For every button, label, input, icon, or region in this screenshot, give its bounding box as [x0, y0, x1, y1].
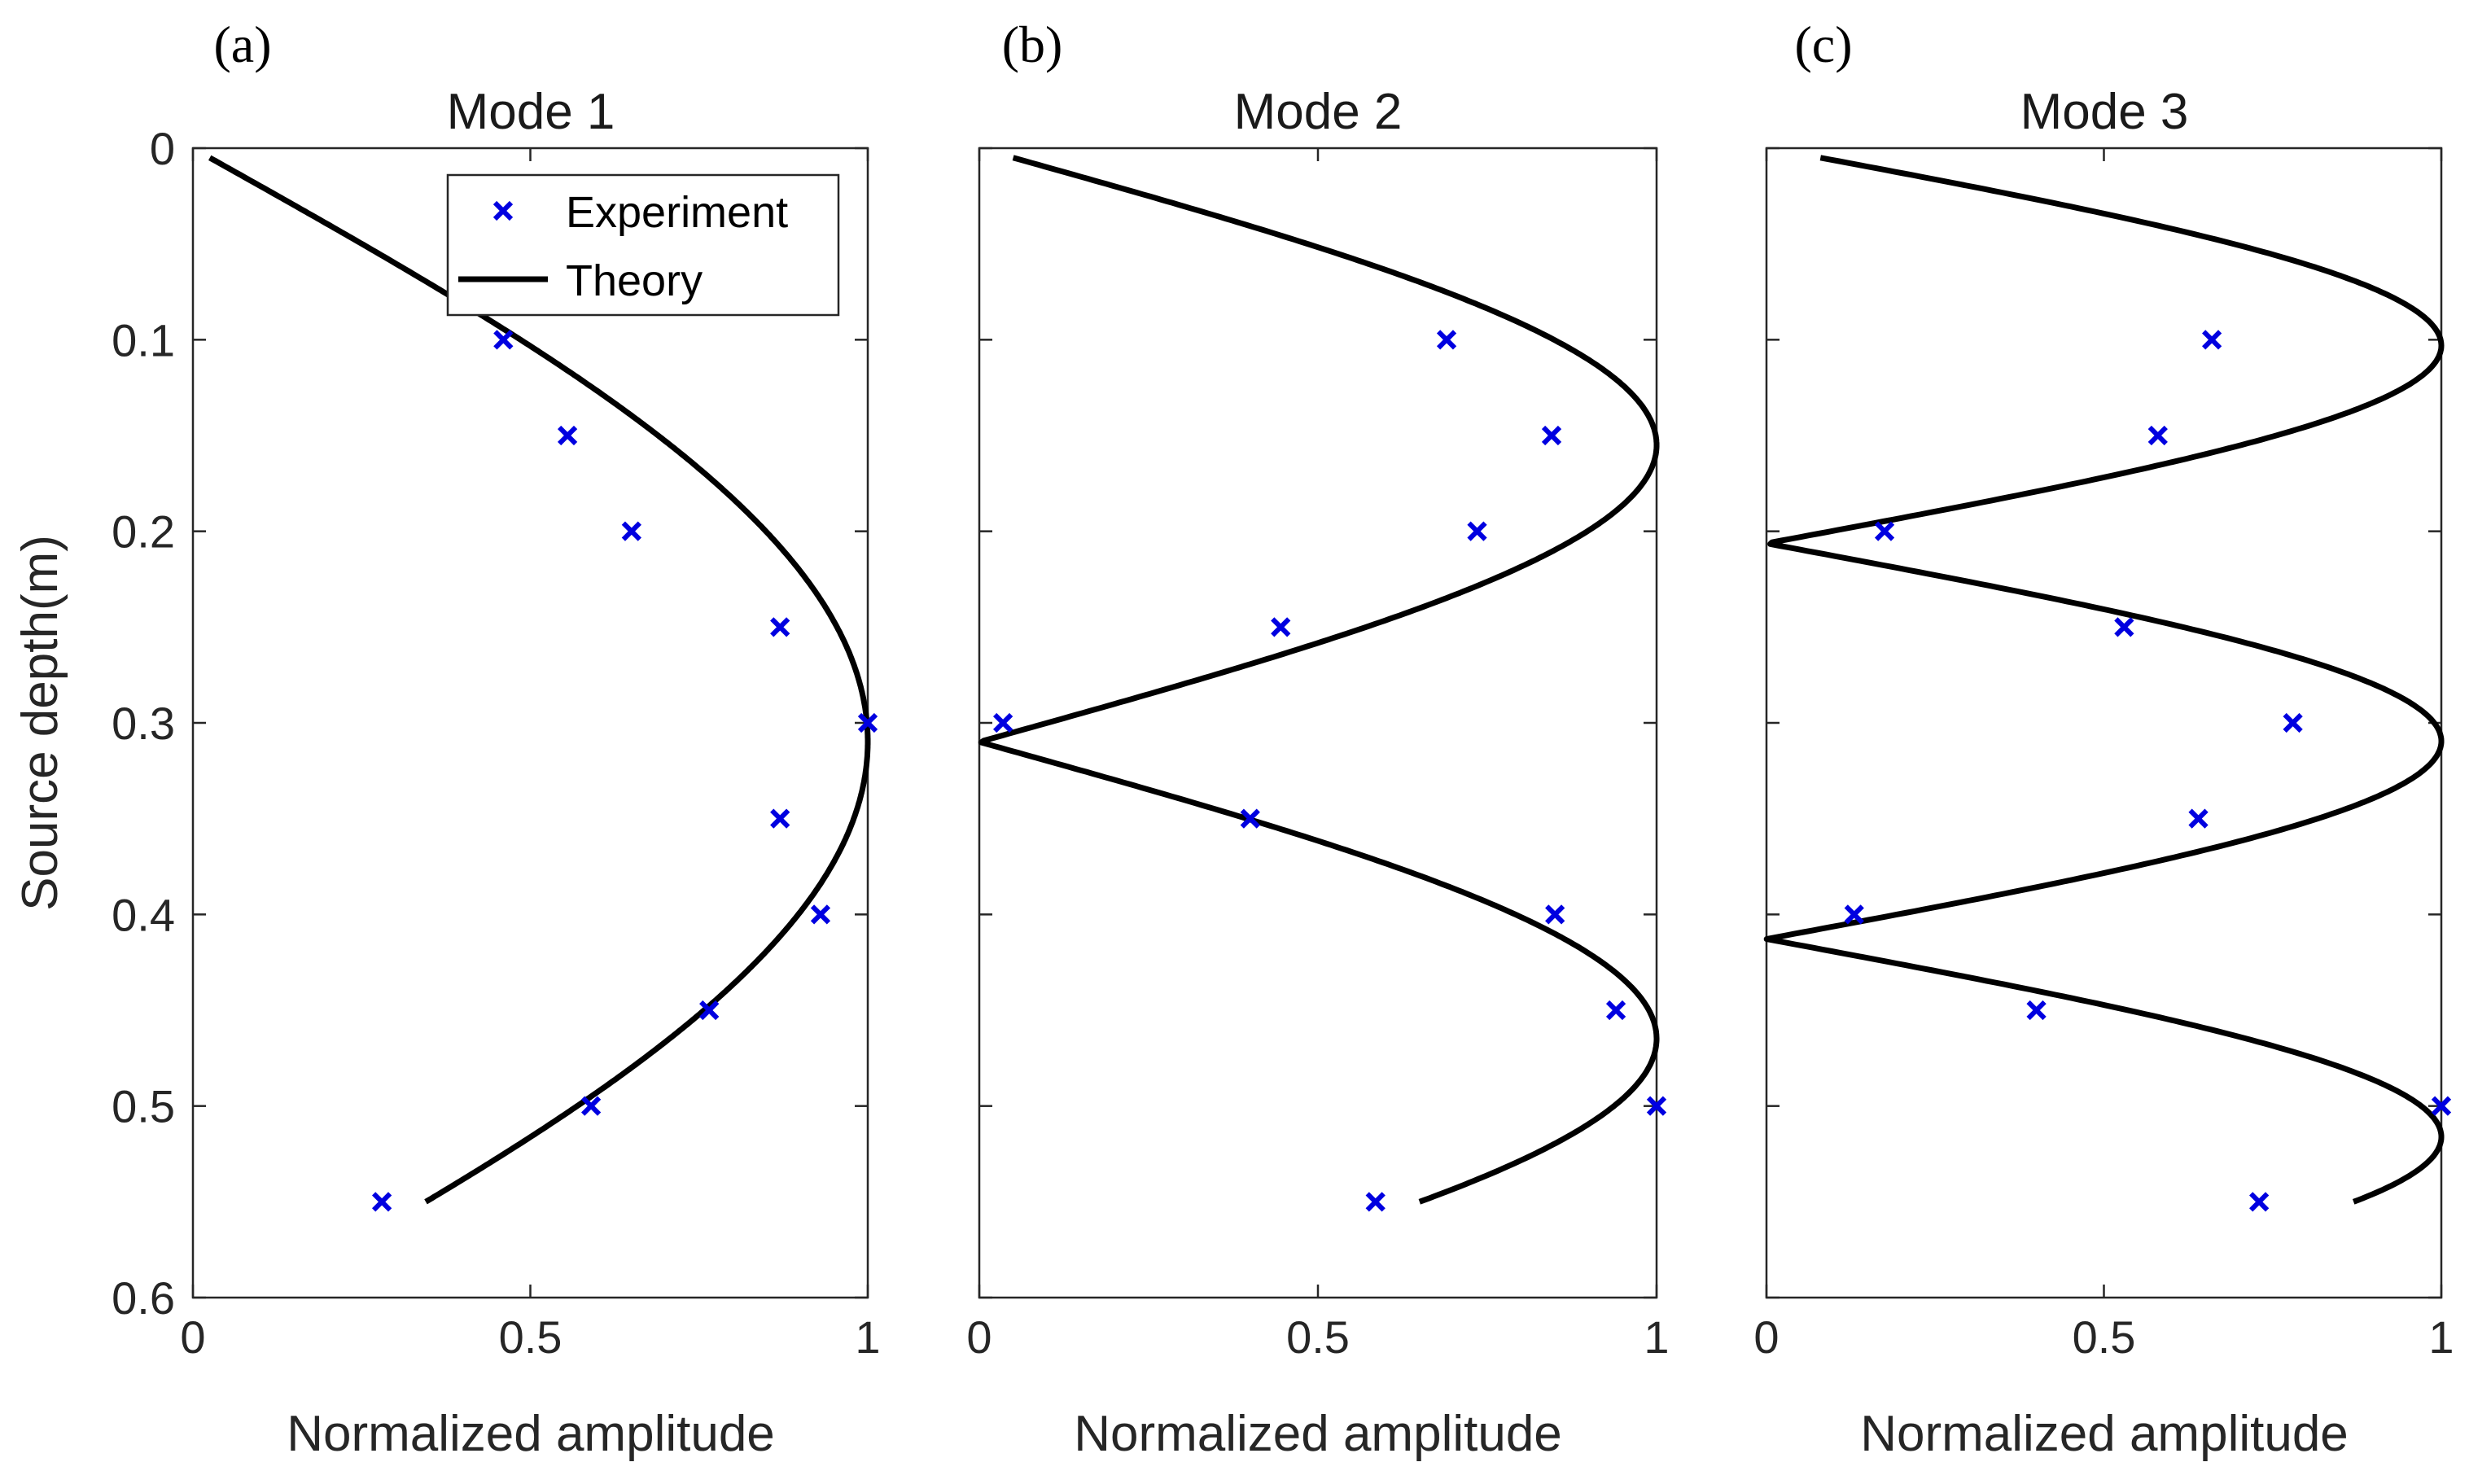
- data-layer: [978, 155, 1667, 1212]
- experiment-point: [580, 1096, 602, 1116]
- experiment-point: [2026, 1000, 2047, 1021]
- x-tick-label: 0: [180, 1311, 205, 1363]
- experiment-point: [857, 712, 878, 733]
- x-tick-label: 1: [1644, 1311, 1669, 1363]
- data-layer: [1763, 155, 2452, 1212]
- experiment-point: [2147, 425, 2168, 446]
- experiment-point: [770, 617, 790, 637]
- experiment-point: [1240, 808, 1260, 829]
- experiment-point: [2202, 330, 2222, 350]
- panel-letter: (c): [1794, 15, 1852, 73]
- experiment-point: [770, 808, 790, 829]
- experiment-point: [1467, 521, 1487, 541]
- tick-marks: [978, 147, 1658, 1299]
- experiment-point: [2114, 617, 2134, 637]
- x-tick-label: 0.5: [2073, 1311, 2136, 1363]
- theory-curve: [1763, 155, 2445, 1205]
- legend-box: [446, 173, 840, 317]
- data-layer: [208, 155, 878, 1212]
- experiment-point: [1545, 904, 1565, 925]
- experiment-point: [557, 425, 578, 446]
- experiment-point: [1541, 425, 1562, 446]
- panel-letter: (b): [1002, 15, 1063, 73]
- experiment-point: [371, 1192, 392, 1212]
- plot-frame: [1765, 147, 2443, 1299]
- theory-curve: [978, 155, 1660, 1205]
- y-tick-label: 0.5: [112, 1081, 175, 1132]
- panel-title: Mode 3: [2020, 84, 2189, 140]
- x-tick-label: 0: [1753, 1311, 1779, 1363]
- experiment-point: [2249, 1192, 2270, 1212]
- panel-title: Mode 1: [447, 84, 615, 140]
- x-axis-label: Normalized amplitude: [1074, 1406, 1562, 1462]
- experiment-point: [621, 521, 641, 541]
- legend: Experiment Theory: [446, 173, 840, 317]
- y-axis-label: Source depth(m): [12, 535, 68, 911]
- experiment-point: [1844, 904, 1864, 925]
- experiment-point: [2431, 1096, 2452, 1116]
- panel-title: Mode 2: [1234, 84, 1403, 140]
- experiment-point: [2283, 712, 2303, 733]
- experiment-point: [1436, 330, 1457, 350]
- y-tick-label: 0.4: [112, 889, 175, 940]
- x-tick-label: 0.5: [1286, 1311, 1350, 1363]
- y-tick-labels: 0 0.1 0.2 0.3 0.4 0.5 0.6: [112, 123, 175, 1324]
- experiment-point: [1874, 521, 1895, 541]
- x-tick-label: 1: [855, 1311, 880, 1363]
- plot-frame: [978, 147, 1658, 1299]
- panel-letter: (a): [213, 15, 271, 73]
- experiment-point: [1365, 1192, 1386, 1212]
- experiment-point: [1646, 1096, 1667, 1116]
- tick-marks: [1765, 147, 2443, 1299]
- x-tick-label: 1: [2428, 1311, 2454, 1363]
- legend-theory-label: Theory: [566, 256, 703, 305]
- experiment-point: [493, 330, 514, 350]
- experiment-point: [699, 1000, 720, 1021]
- y-tick-label: 0: [150, 123, 175, 174]
- x-tick-label: 0.5: [499, 1311, 563, 1363]
- legend-experiment-marker: [492, 200, 514, 221]
- y-tick-label: 0.6: [112, 1272, 175, 1324]
- x-tick-label: 0: [966, 1311, 992, 1363]
- y-tick-label: 0.1: [112, 314, 175, 366]
- y-tick-label: 0.3: [112, 698, 175, 749]
- experiment-point: [1605, 1000, 1626, 1021]
- experiment-point: [1271, 617, 1291, 637]
- experiment-point: [992, 712, 1013, 733]
- y-tick-label: 0.2: [112, 506, 175, 558]
- experiment-point: [2188, 808, 2209, 829]
- plot-frame: [191, 147, 869, 1299]
- tick-marks: [191, 147, 869, 1299]
- legend-experiment-label: Experiment: [566, 188, 788, 237]
- experiment-point: [810, 904, 831, 925]
- x-axis-label: Normalized amplitude: [287, 1406, 775, 1462]
- x-axis-label: Normalized amplitude: [1860, 1406, 2349, 1462]
